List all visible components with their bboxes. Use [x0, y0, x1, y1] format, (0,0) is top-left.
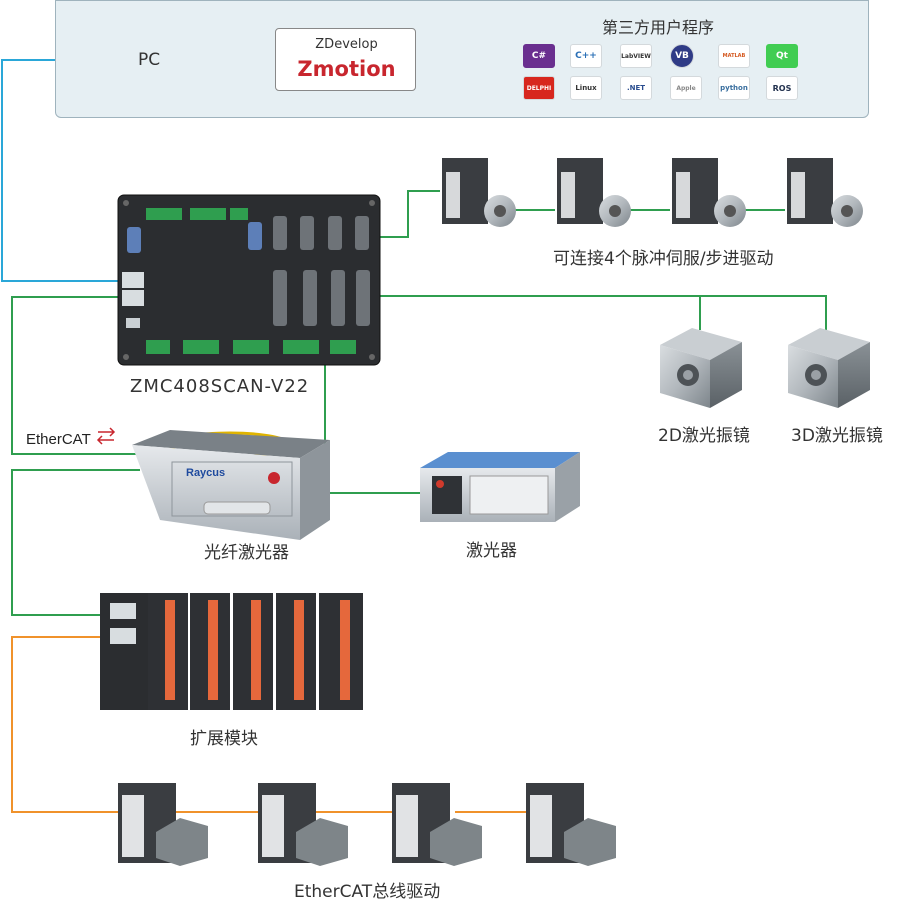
zdevelop-label: ZDevelop: [315, 37, 378, 52]
pulse-servo-drive-1: [442, 158, 516, 227]
zmotion-logo: Zmotion: [297, 57, 396, 81]
laser-device: [420, 452, 580, 522]
fiber-laser-to-expansion-line: [11, 469, 140, 616]
matlab-icon: MATLAB: [718, 44, 750, 68]
ethercat-logo: EtherCAT: [26, 427, 116, 448]
ethercat-drive-chain-line: [11, 636, 530, 813]
python-icon: python: [718, 76, 750, 100]
ethercat-servo-drive-3: [392, 783, 482, 866]
pc-label: PC: [138, 50, 161, 70]
expansion-module-caption: 扩展模块: [190, 729, 258, 749]
ros-icon: ROS: [766, 76, 798, 100]
csharp-icon: C#: [523, 44, 555, 68]
ethercat-to-fiber-laser-line: [11, 296, 140, 455]
cplusplus-icon: C++: [570, 44, 602, 68]
fiber-laser-device: [132, 430, 330, 540]
vb-icon: VB: [670, 44, 694, 68]
fiber-laser-caption: 光纤激光器: [204, 543, 289, 563]
scan-to-galvo-line: [335, 295, 827, 330]
ethercat-servo-drive-4: [526, 783, 616, 866]
apple-icon: Apple: [670, 76, 702, 100]
laser-caption: 激光器: [466, 541, 517, 561]
galvo-3d-caption: 3D激光振镜: [791, 426, 883, 446]
zmc408scan-controller: [117, 194, 381, 366]
pulse-servo-drive-4: [787, 158, 863, 227]
zdevelop-software-box: ZDevelop Zmotion: [275, 28, 416, 91]
ethercat-drive-caption: EtherCAT总线驱动: [294, 882, 441, 902]
labview-icon: LabVIEW: [620, 44, 652, 68]
ethercat-servo-drive-1: [118, 783, 208, 866]
dotnet-icon: .NET: [620, 76, 652, 100]
ethercat-servo-drive-2: [258, 783, 348, 866]
pulse-servo-caption: 可连接4个脉冲伺服/步进驱动: [553, 249, 774, 269]
delphi-icon: DELPHI: [523, 76, 555, 100]
galvo-2d-caption: 2D激光振镜: [658, 426, 750, 446]
pulse-servo-drive-2: [557, 158, 631, 227]
galvo-3d-device: [788, 328, 870, 408]
expansion-module-device: [100, 593, 363, 710]
controller-model-label: ZMC408SCAN-V22: [130, 376, 310, 397]
third-party-title: 第三方用户程序: [601, 18, 714, 37]
linux-icon: Linux: [570, 76, 602, 100]
qt-icon: Qt: [766, 44, 798, 68]
galvo-2d-device: [660, 328, 742, 408]
pulse-servo-drive-3: [672, 158, 746, 227]
ethernet-cable-line: [1, 59, 122, 282]
svg-text:EtherCAT: EtherCAT: [26, 431, 91, 448]
raycus-brand: Raycus: [186, 467, 225, 479]
